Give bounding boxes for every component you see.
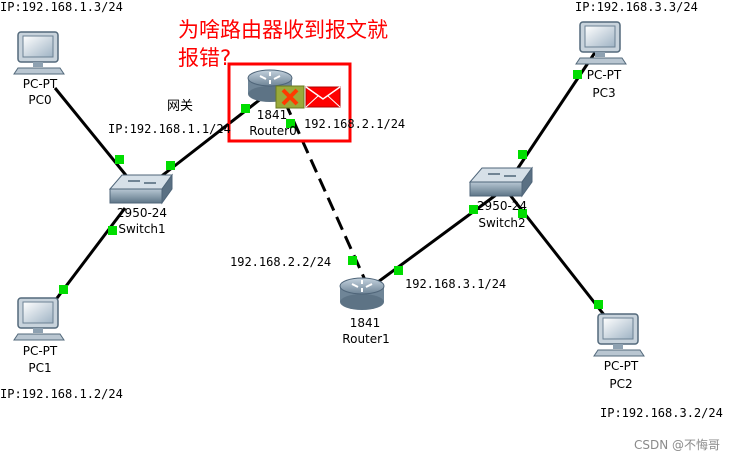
port-indicators bbox=[59, 70, 603, 309]
router1-model: 1841 bbox=[349, 316, 381, 330]
pc1-name: PC1 bbox=[28, 361, 52, 375]
pc2-name: PC2 bbox=[609, 377, 633, 391]
envelope-icon[interactable] bbox=[305, 86, 341, 108]
pc-icon[interactable] bbox=[13, 297, 65, 341]
annotation-line-1: 为啥路由器收到报文就 bbox=[178, 18, 388, 42]
port-dot bbox=[394, 266, 403, 275]
gateway-label: 网关 bbox=[167, 99, 194, 114]
link-router0-router1[interactable] bbox=[283, 101, 367, 281]
pc-icon[interactable] bbox=[13, 31, 65, 75]
port-dot bbox=[166, 161, 175, 170]
router1-name: Router1 bbox=[342, 332, 390, 346]
pc0-name: PC0 bbox=[28, 93, 52, 107]
link-pc0-switch1[interactable] bbox=[53, 87, 140, 191]
port-dot bbox=[469, 205, 478, 214]
pc3-model: PC-PT bbox=[586, 68, 622, 82]
switch-icon[interactable] bbox=[468, 166, 533, 198]
router1-wan-ip: 192.168.2.2/24 bbox=[230, 255, 332, 269]
highlight-box bbox=[227, 62, 352, 143]
switch2-name: Switch2 bbox=[478, 216, 526, 230]
port-dot bbox=[108, 226, 117, 235]
router0-lan-ip: IP:192.168.1.1/24 bbox=[108, 122, 231, 136]
port-dot bbox=[241, 104, 250, 113]
port-dot bbox=[59, 285, 68, 294]
pc3-ip: IP:192.168.3.3/24 bbox=[575, 0, 698, 14]
switch1-name: Switch1 bbox=[118, 222, 166, 236]
router0-model: 1841 bbox=[256, 108, 288, 122]
pc1-model: PC-PT bbox=[22, 344, 58, 358]
port-dot bbox=[348, 256, 357, 265]
port-dot bbox=[286, 119, 295, 128]
port-dot bbox=[518, 209, 527, 218]
router0-wan-ip: 192.168.2.1/24 bbox=[304, 117, 406, 131]
pc3-name: PC3 bbox=[592, 86, 616, 100]
port-dot bbox=[518, 150, 527, 159]
router1-lan-ip: 192.168.3.1/24 bbox=[405, 277, 507, 291]
pc0-ip: IP:192.168.1.3/24 bbox=[0, 0, 123, 14]
switch1-model: 2950-24 bbox=[116, 206, 168, 220]
port-dot bbox=[594, 300, 603, 309]
pc0-model: PC-PT bbox=[22, 77, 58, 91]
port-dot bbox=[115, 155, 124, 164]
router0-name: Router0 bbox=[249, 124, 297, 138]
switch2-model: 2950-24 bbox=[476, 199, 528, 213]
error-x-icon[interactable] bbox=[275, 85, 305, 109]
pc-icon[interactable] bbox=[593, 313, 645, 357]
switch-icon[interactable] bbox=[108, 173, 173, 205]
pc1-ip: IP:192.168.1.2/24 bbox=[0, 387, 123, 401]
pc2-model: PC-PT bbox=[603, 359, 639, 373]
watermark: CSDN @不悔哥 bbox=[634, 438, 721, 452]
pc2-ip: IP:192.168.3.2/24 bbox=[600, 406, 723, 420]
port-dot bbox=[573, 70, 582, 79]
router-icon[interactable] bbox=[339, 277, 385, 310]
pc-icon[interactable] bbox=[575, 21, 627, 65]
annotation-line-2: 报错? bbox=[178, 46, 232, 70]
